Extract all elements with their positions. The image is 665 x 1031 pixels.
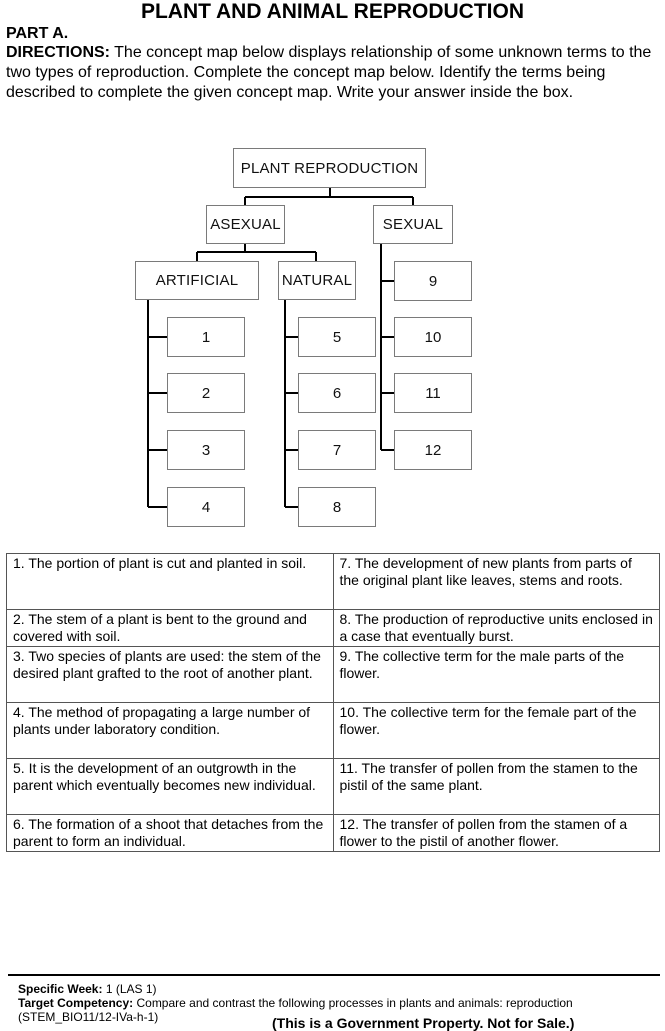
definition-cell: 12. The transfer of pollen from the stam…	[332, 814, 660, 852]
part-label: PART A.	[6, 25, 69, 42]
artificial-node: ARTIFICIAL	[135, 261, 259, 300]
definition-cell: 3. Two species of plants are used: the s…	[6, 646, 334, 703]
natural-node: NATURAL	[278, 261, 356, 300]
table-row: 1. The portion of plant is cut and plant…	[6, 553, 660, 610]
answer-box-1[interactable]: 1	[167, 317, 245, 357]
table-row: 3. Two species of plants are used: the s…	[6, 646, 660, 703]
definition-cell: 2. The stem of a plant is bent to the gr…	[6, 609, 334, 647]
directions-text: The concept map below displays relations…	[6, 44, 652, 101]
definition-cell: 1. The portion of plant is cut and plant…	[6, 553, 334, 610]
definition-cell: 8. The production of reproductive units …	[332, 609, 660, 647]
answer-box-2[interactable]: 2	[167, 373, 245, 413]
definition-cell: 10. The collective term for the female p…	[332, 702, 660, 759]
definition-cell: 9. The collective term for the male part…	[332, 646, 660, 703]
table-row: 5. It is the development of an outgrowth…	[6, 758, 660, 815]
answer-box-6[interactable]: 6	[298, 373, 376, 413]
target-competency: Target Competency: Compare and contrast …	[18, 996, 573, 1010]
answer-box-7[interactable]: 7	[298, 430, 376, 470]
answer-box-10[interactable]: 10	[394, 317, 472, 357]
asexual-node: ASEXUAL	[206, 205, 285, 244]
answer-box-11[interactable]: 11	[394, 373, 472, 413]
sexual-node: SEXUAL	[373, 205, 453, 244]
table-row: 6. The formation of a shoot that detache…	[6, 814, 660, 852]
directions-label: DIRECTIONS:	[6, 44, 110, 61]
answer-box-5[interactable]: 5	[298, 317, 376, 357]
definition-cell: 4. The method of propagating a large num…	[6, 702, 334, 759]
definition-cell: 11. The transfer of pollen from the stam…	[332, 758, 660, 815]
answer-box-8[interactable]: 8	[298, 487, 376, 527]
government-property-notice: (This is a Government Property. Not for …	[272, 1015, 575, 1031]
page-title: PLANT AND ANIMAL REPRODUCTION	[140, 0, 525, 23]
specific-week: Specific Week: 1 (LAS 1)	[18, 982, 157, 996]
definition-cell: 7. The development of new plants from pa…	[332, 553, 660, 610]
directions: DIRECTIONS: The concept map below displa…	[6, 43, 664, 103]
answer-box-9[interactable]: 9	[394, 261, 472, 301]
root-node: PLANT REPRODUCTION	[233, 148, 426, 188]
table-row: 2. The stem of a plant is bent to the gr…	[6, 609, 660, 647]
answer-box-3[interactable]: 3	[167, 430, 245, 470]
concept-map-connectors	[147, 188, 414, 508]
definition-cell: 6. The formation of a shoot that detache…	[6, 814, 334, 852]
footer-divider	[8, 974, 660, 976]
answer-box-12[interactable]: 12	[394, 430, 472, 470]
table-row: 4. The method of propagating a large num…	[6, 702, 660, 759]
definitions-table: 1. The portion of plant is cut and plant…	[6, 553, 660, 852]
competency-code: (STEM_BIO11/12-IVa-h-1)	[18, 1010, 159, 1024]
definition-cell: 5. It is the development of an outgrowth…	[6, 758, 334, 815]
footer: Specific Week: 1 (LAS 1) Target Competen…	[18, 982, 658, 1024]
answer-box-4[interactable]: 4	[167, 487, 245, 527]
